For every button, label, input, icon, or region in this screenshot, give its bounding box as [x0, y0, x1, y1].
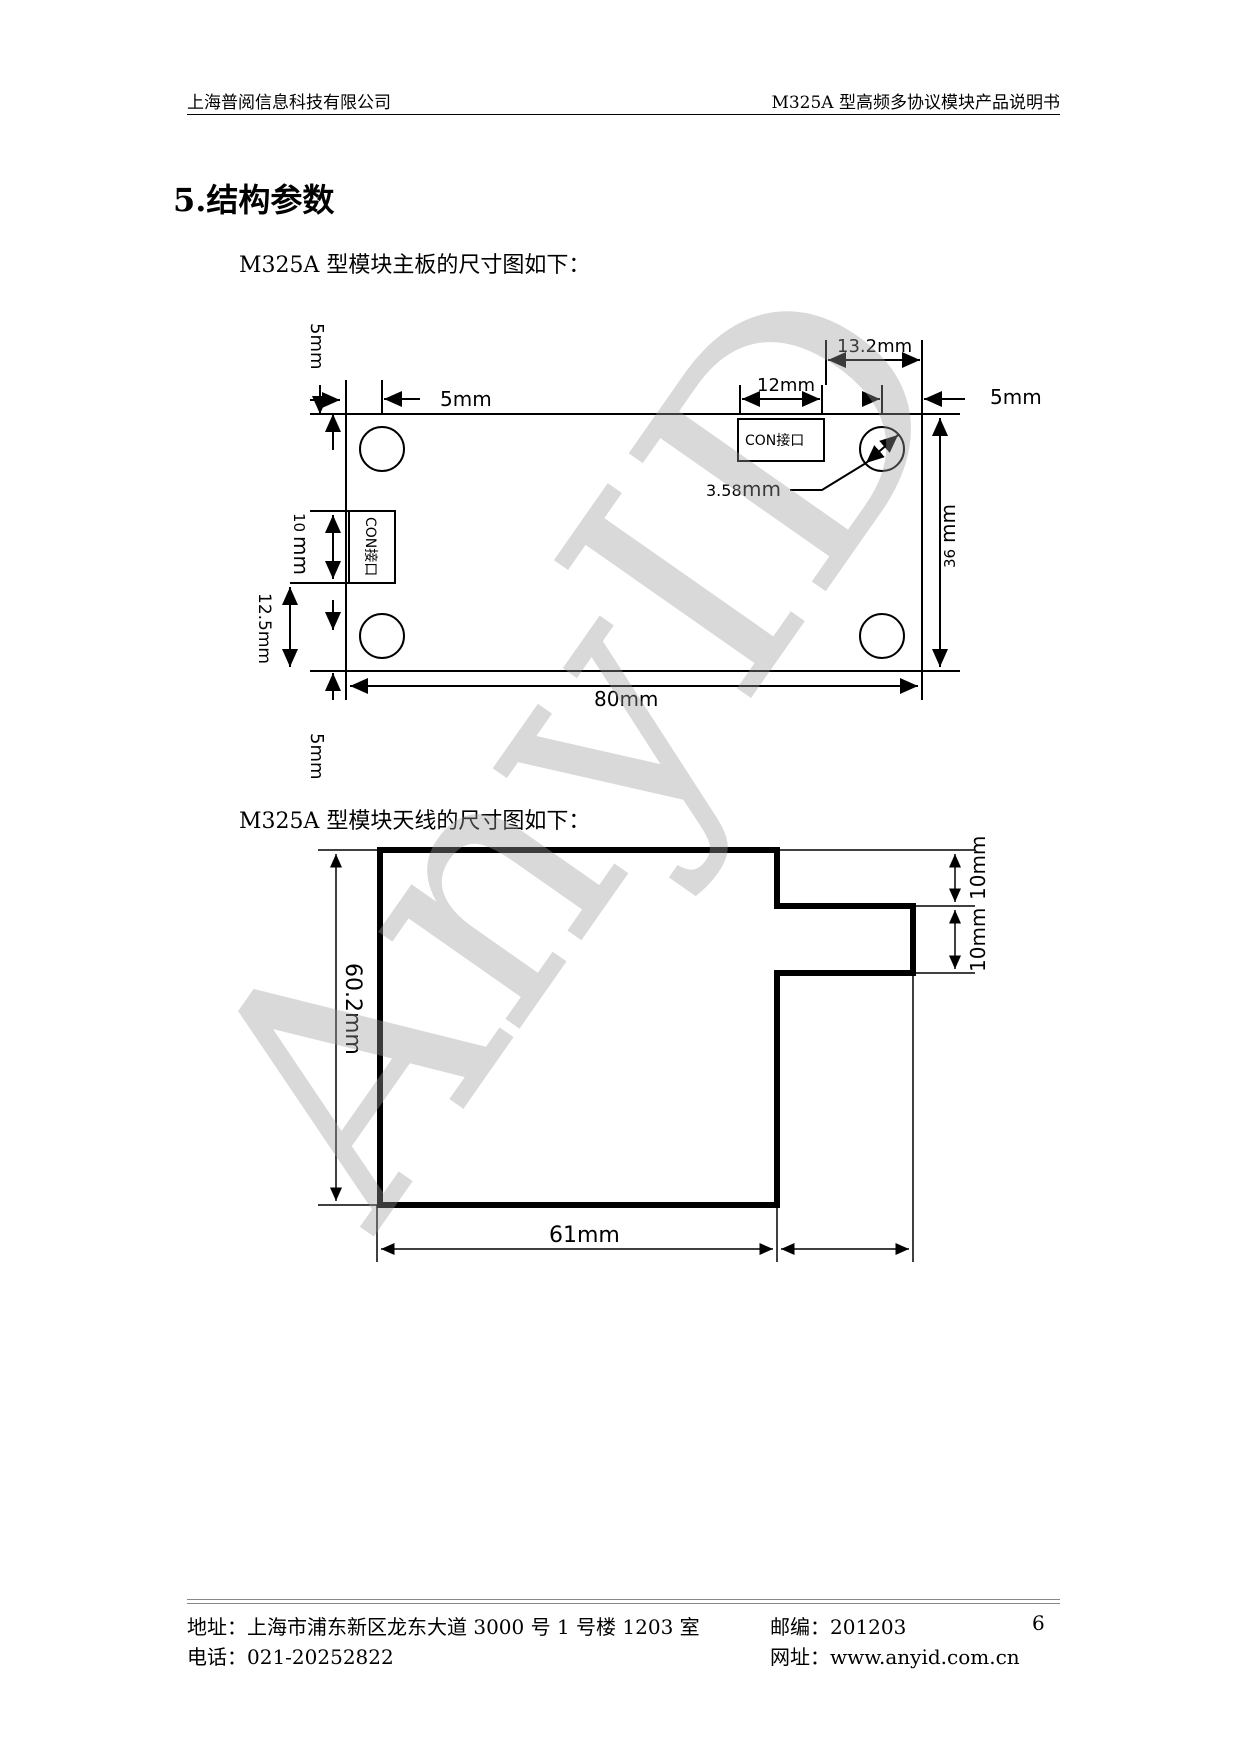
footer-website: 网址：www.anyid.com.cn: [770, 1645, 1020, 1669]
dim-antenna-width: 61mm: [549, 1223, 620, 1248]
dim-tab-top: 10mm: [966, 836, 990, 900]
dim-con-offset: 13.2mm: [837, 336, 912, 357]
mount-hole-bottom-right: [859, 613, 905, 659]
header-company: 上海普阅信息科技有限公司: [187, 93, 391, 113]
dim-board-height-unit: mm: [936, 504, 960, 543]
dim-board-width: 80mm: [594, 687, 658, 711]
page-number: 6: [1032, 1611, 1045, 1635]
footer-address: 地址：上海市浦东新区龙东大道 3000 号 1 号楼 1203 室: [187, 1615, 700, 1639]
dim-con-width: 12mm: [757, 375, 815, 396]
dim-left-hole-offset: 5mm: [440, 387, 492, 411]
dim-left-10: 10: [290, 513, 308, 532]
header-rule: [187, 114, 1060, 115]
mount-hole-bottom-left: [359, 613, 405, 659]
dim-hole-diameter: 3.58: [706, 481, 742, 500]
footer-rule-2: [187, 1603, 1060, 1604]
dim-right-margin: 5mm: [990, 385, 1042, 409]
dim-bottom-margin: 5mm: [306, 733, 327, 780]
header-doc-title: M325A 型高频多协议模块产品说明书: [771, 93, 1060, 113]
dim-left-12-5: 12.5mm: [254, 593, 274, 664]
footer-rule: [187, 1599, 1060, 1600]
con-top-label: CON接口: [745, 432, 804, 449]
antenna-caption: M325A 型模块天线的尺寸图如下：: [239, 809, 591, 834]
dim-tab-height: 10mm: [966, 908, 990, 972]
dim-top-margin: 5mm: [306, 323, 327, 370]
dim-antenna-height: 60.2mm: [340, 963, 365, 1055]
con-left-label: CON接口: [362, 517, 379, 576]
mount-hole-top-right: [859, 426, 905, 472]
watermark-text: AnyID: [121, 214, 1031, 1284]
footer-phone: 电话：021-20252822: [187, 1645, 394, 1669]
mount-hole-top-left: [359, 426, 405, 472]
dim-hole-diameter-unit: mm: [742, 477, 781, 501]
con-top-box: [737, 418, 825, 462]
dim-left-10-unit: mm: [289, 536, 313, 575]
section-title: 5.结构参数: [173, 181, 335, 219]
footer-zip: 邮编：201203: [770, 1615, 907, 1639]
board-caption: M325A 型模块主板的尺寸图如下：: [239, 253, 591, 278]
dim-board-height-num: 36: [941, 549, 959, 568]
con-left-box: [348, 510, 396, 584]
